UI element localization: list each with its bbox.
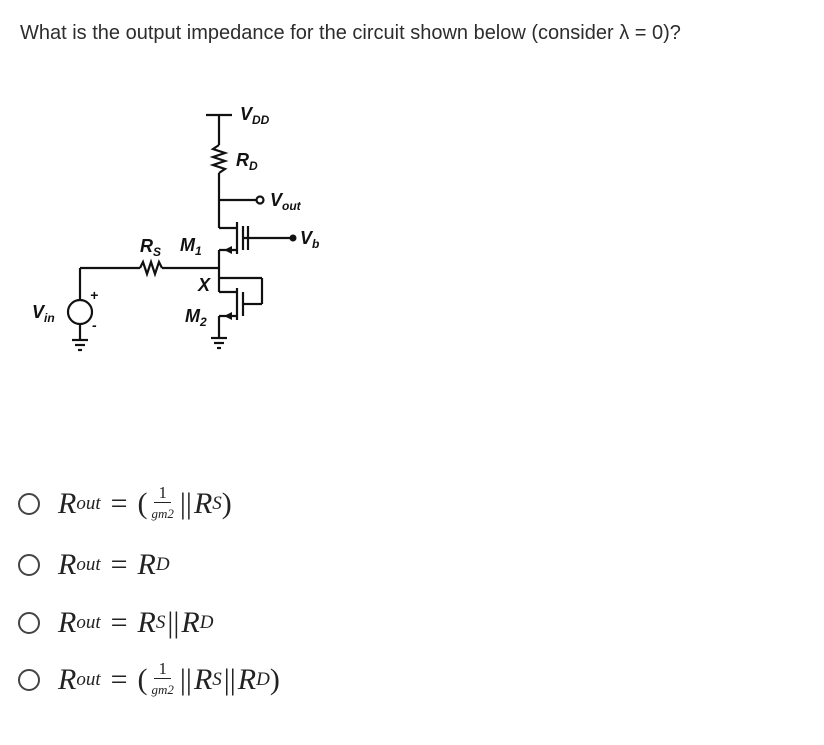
radio-button-b[interactable] xyxy=(18,554,40,576)
x-node-label: X xyxy=(197,275,211,295)
rs-label: RS xyxy=(140,236,161,259)
radio-button-d[interactable] xyxy=(18,669,40,691)
rd-label: RD xyxy=(236,150,258,173)
vin-label: Vin xyxy=(32,302,55,325)
m1-label: M1 xyxy=(180,235,202,258)
m2-label: M2 xyxy=(185,306,207,329)
vb-label: Vb xyxy=(300,228,319,251)
plus-sign: + xyxy=(90,287,98,303)
vdd-label: VDD xyxy=(240,104,270,127)
question-text: What is the output impedance for the cir… xyxy=(20,22,681,44)
radio-button-a[interactable] xyxy=(18,493,40,515)
minus-sign: - xyxy=(92,317,97,333)
vout-label: Vout xyxy=(270,190,302,213)
circuit-diagram: VDD RD Vout RS M1 Vb X Vin M2 + - xyxy=(32,104,319,352)
radio-button-c[interactable] xyxy=(18,612,40,634)
